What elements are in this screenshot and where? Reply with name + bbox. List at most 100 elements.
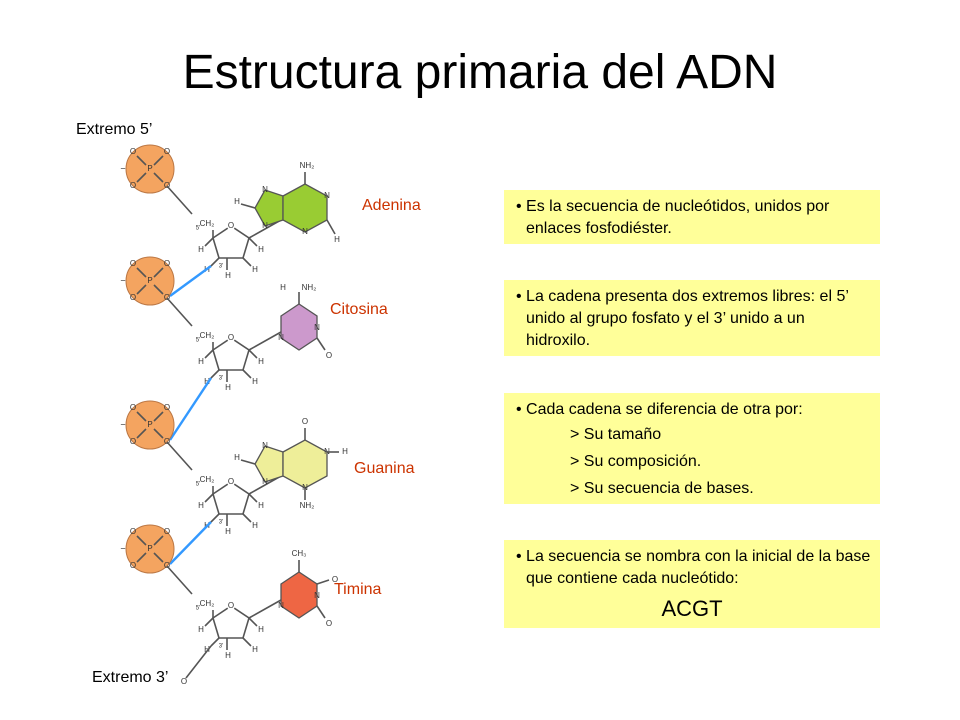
nitrogen-atom: N	[278, 601, 284, 610]
bond-line	[153, 172, 164, 183]
hydrogen-atom: H	[198, 357, 204, 366]
hydrogen-atom: H	[252, 265, 258, 274]
ring-oxygen-atom: O	[228, 601, 234, 610]
bond-line	[153, 267, 164, 278]
nitrogen-atom: N	[278, 333, 284, 342]
bond-line	[185, 645, 212, 679]
hydrogen-atom: H	[258, 357, 264, 366]
purine-six-ring	[282, 183, 328, 233]
hydrogen-atom: H	[258, 245, 264, 254]
info-box-free-ends-text: • La cadena presenta dos extremos libres…	[516, 288, 849, 349]
oxygen-atom: O	[332, 575, 338, 584]
bond-line	[136, 284, 147, 295]
bond-line	[316, 337, 326, 351]
oxygen-atom: O	[164, 147, 170, 156]
oxygen-atom: O	[130, 437, 136, 446]
bond-line	[166, 297, 193, 327]
info-box-definition: • Es la secuencia de nucleótidos, unidos…	[504, 190, 880, 244]
bond-line	[166, 185, 193, 215]
methyl-group: CH₃	[292, 549, 307, 558]
hydrogen-atom: H	[198, 625, 204, 634]
phosphodiester-bond	[169, 521, 212, 565]
phosphorus-atom: P	[147, 544, 152, 553]
amino-group: NH₂	[302, 283, 317, 292]
bond-line	[242, 369, 252, 379]
info-box-differences: • Cada cadena se diferencia de otra por:…	[504, 393, 880, 504]
glycosidic-bond	[248, 331, 282, 351]
phosphorus-atom: P	[147, 276, 152, 285]
oxygen-atom: O	[164, 403, 170, 412]
bond-line	[136, 552, 147, 563]
hydrogen-atom: H	[280, 283, 286, 292]
nitrogen-atom: N	[324, 191, 330, 200]
charge-sign: −	[120, 543, 125, 553]
difference-item: > Su composición.	[570, 453, 702, 470]
bond-line	[242, 257, 252, 267]
hydrogen-atom: H	[252, 645, 258, 654]
pyrimidine-ring	[280, 571, 318, 619]
nitrogen-atom: N	[262, 221, 268, 230]
bond-line	[153, 552, 164, 563]
info-box-definition-text: • Es la secuencia de nucleótidos, unidos…	[516, 198, 830, 237]
ch2-group: CH₂	[200, 219, 215, 228]
hydrogen-atom: H	[252, 377, 258, 386]
bond-line	[204, 237, 214, 247]
oxygen-atom: O	[130, 403, 136, 412]
bond-line	[153, 535, 164, 546]
bond-line	[326, 219, 336, 235]
nitrogen-atom: N	[314, 323, 320, 332]
bond-line	[210, 513, 220, 523]
hydrogen-atom: H	[252, 521, 258, 530]
bond-line	[136, 172, 147, 183]
oxygen-atom: O	[164, 561, 170, 570]
nitrogen-atom: N	[262, 185, 268, 194]
carbon-3-label: 3'	[219, 264, 223, 270]
bond-line	[242, 513, 252, 523]
ring-oxygen-bg	[227, 222, 235, 230]
carbon-5-label: 5'	[196, 338, 200, 344]
deoxyribose-ring	[212, 481, 250, 515]
deoxyribose-ring	[212, 225, 250, 259]
phosphorus-atom: P	[147, 164, 152, 173]
bond-line	[242, 637, 252, 647]
oxygen-atom: O	[164, 527, 170, 536]
ch2-group: CH₂	[200, 331, 215, 340]
bond-line	[153, 428, 164, 439]
phosphodiester-bond	[168, 377, 213, 441]
carbon-5-label: 5'	[196, 226, 200, 232]
hydrogen-atom: H	[258, 625, 264, 634]
five-prime-end-label: Extremo 5’	[76, 121, 153, 138]
hydrogen-atom: H	[225, 527, 231, 536]
hydrogen-atom: H	[225, 383, 231, 392]
bond-line	[248, 349, 258, 359]
glycosidic-bond	[248, 599, 282, 619]
bond-line	[136, 428, 147, 439]
ch2-group: CH₂	[200, 475, 215, 484]
oxygen-atom: O	[326, 351, 332, 360]
bond-line	[210, 369, 220, 379]
page-title: Estructura primaria del ADN	[182, 46, 778, 99]
bond-line	[210, 257, 220, 267]
ring-oxygen-bg	[227, 334, 235, 342]
pyrimidine-ring	[280, 303, 318, 351]
purine-five-ring	[254, 445, 284, 483]
oxygen-atom: O	[130, 293, 136, 302]
hydrogen-atom: H	[258, 501, 264, 510]
hydrogen-atom: H	[198, 501, 204, 510]
hydrogen-atom: H	[198, 245, 204, 254]
carbon-3-label: 3'	[219, 376, 223, 382]
bond-line	[136, 411, 147, 422]
oxygen-atom: O	[164, 437, 170, 446]
bond-line	[204, 493, 214, 503]
deoxyribose-ring	[212, 605, 250, 639]
charge-sign: −	[120, 163, 125, 173]
bond-line	[153, 284, 164, 295]
oxygen-atom: O	[130, 561, 136, 570]
bond-line	[136, 535, 147, 546]
oxygen-atom: O	[130, 259, 136, 268]
hydrogen-atom: H	[234, 453, 240, 462]
